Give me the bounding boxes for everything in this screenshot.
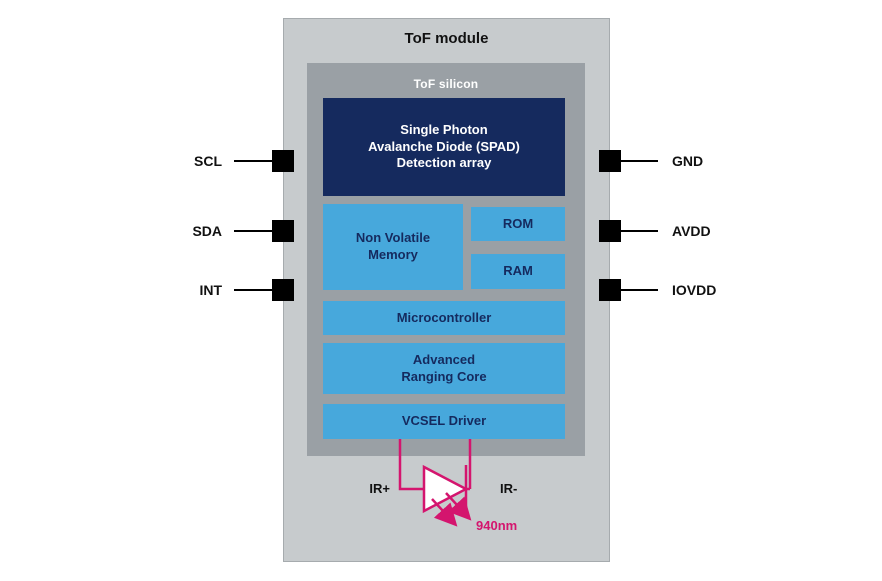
emission-arrow-icon: [445, 492, 472, 521]
wire-sda: [234, 230, 272, 232]
pin-label-sda: SDA: [192, 223, 222, 239]
pin-label-gnd: GND: [672, 153, 704, 169]
pin-gnd: [599, 150, 621, 172]
ir-plus-label: IR+: [369, 481, 390, 496]
wire-avdd: [621, 230, 658, 232]
block-rom: ROM: [471, 207, 565, 241]
block-spad-detection-array: Single Photon Avalanche Diode (SPAD) Det…: [323, 98, 565, 196]
block-advanced-ranging-core: Advanced Ranging Core: [323, 343, 565, 394]
pin-scl: [272, 150, 294, 172]
wire-gnd: [621, 160, 658, 162]
laser-diode-icon: [422, 464, 469, 514]
module-title: ToF module: [404, 30, 489, 47]
block-vcsel-driver: VCSEL Driver: [323, 404, 565, 439]
pin-label-int: INT: [199, 282, 222, 298]
silicon-title: ToF silicon: [413, 77, 479, 91]
wire-int: [234, 289, 272, 291]
pin-int: [272, 279, 294, 301]
block-non-volatile-memory: Non Volatile Memory: [323, 204, 463, 290]
anode-wire: [398, 439, 424, 491]
wire-scl: [234, 160, 272, 162]
wire-iovdd: [621, 289, 658, 291]
pin-sda: [272, 220, 294, 242]
pin-avdd: [599, 220, 621, 242]
ir-minus-label: IR-: [500, 481, 518, 496]
pin-label-iovdd: IOVDD: [672, 282, 717, 298]
emission-arrow-icon: [431, 498, 458, 527]
vcsel-emitter-schematic: [398, 439, 472, 527]
wavelength-label: 940nm: [476, 518, 518, 533]
pin-label-avdd: AVDD: [672, 223, 711, 239]
block-ram: RAM: [471, 254, 565, 289]
pin-label-scl: SCL: [194, 153, 222, 169]
block-microcontroller: Microcontroller: [323, 301, 565, 335]
pin-iovdd: [599, 279, 621, 301]
